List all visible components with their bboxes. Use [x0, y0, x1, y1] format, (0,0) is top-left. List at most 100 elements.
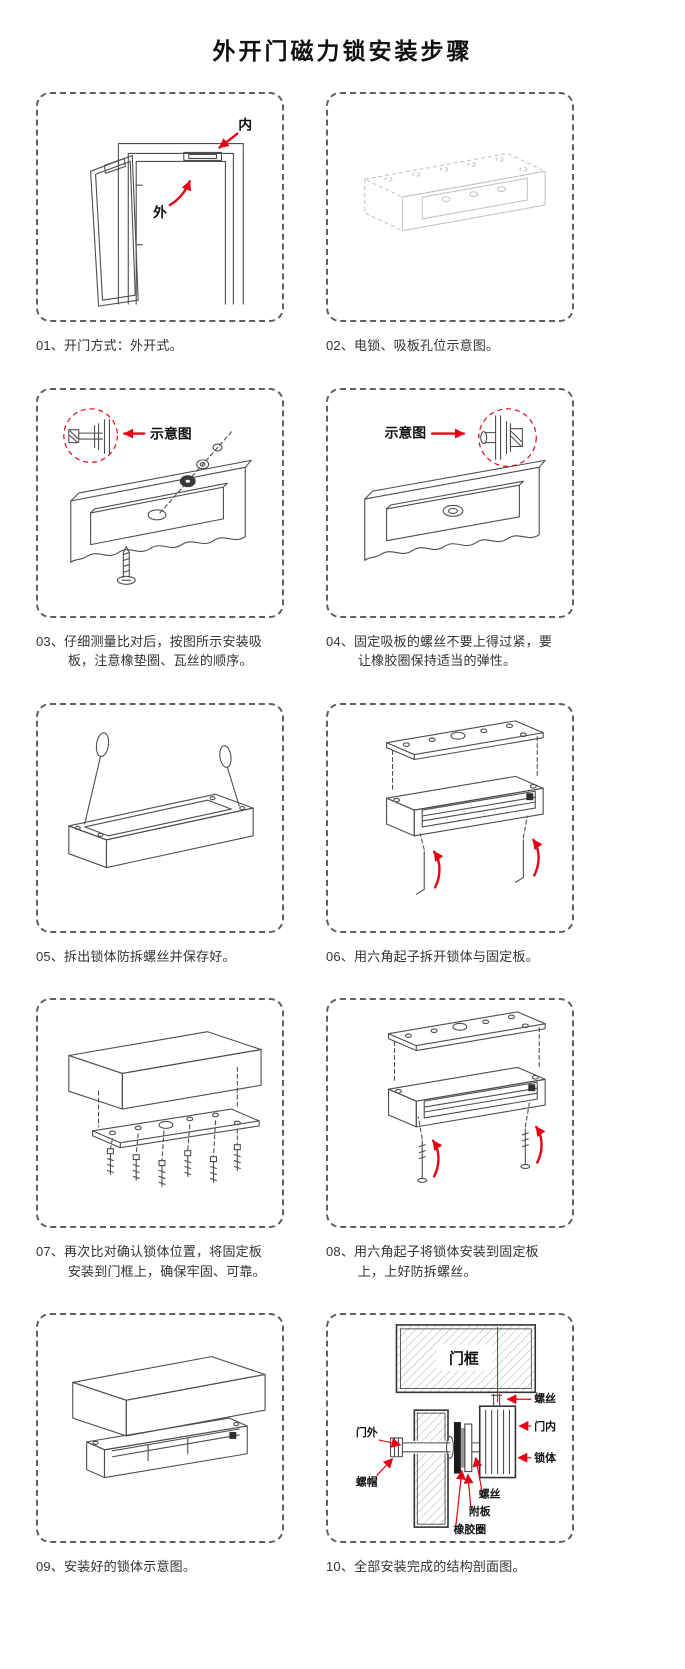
- step-07-cell: 07、再次比对确认锁体位置，将固定板安装到门框上，确保牢固、可靠。: [36, 998, 284, 1281]
- armature-plate-drawing: [386, 480, 524, 541]
- section-labels: 门外 螺帽 螺丝 门内 锁体 螺丝 附板 橡胶圈: [356, 1391, 556, 1536]
- door-board-drawing: [364, 459, 546, 561]
- turn-arrow-icon: [535, 1125, 546, 1164]
- step-08-caption: 08、用六角起子将锁体安装到固定板上，上好防拆螺丝。: [326, 1244, 539, 1279]
- rubber-ring-section: [460, 1428, 465, 1468]
- step-07-caption: 07、再次比对确认锁体位置，将固定板安装到门框上，确保牢固、可靠。: [36, 1244, 266, 1279]
- step-06-cell: 06、用六角起子拆开锁体与固定板。: [326, 702, 574, 967]
- label-screw-top: 螺丝: [534, 1391, 556, 1405]
- step-09-caption: 09、安装好的锁体示意图。: [36, 1559, 197, 1574]
- lock-body-drawing: [68, 793, 254, 868]
- label-rubber-ring: 橡胶圈: [453, 1522, 486, 1536]
- step-06-illustration: [386, 719, 544, 895]
- turn-arrow-icon: [432, 850, 444, 889]
- step-10-figure: 门框: [326, 1313, 574, 1543]
- step-09-figure: [36, 1313, 284, 1543]
- door-leaf-drawing: [90, 154, 143, 307]
- brand-mark: [528, 1084, 536, 1092]
- step-03-caption: 03、仔细测量比对后，按图所示安装吸板，注意橡垫圈、瓦丝的顺序。: [36, 633, 263, 669]
- door-board-drawing: [70, 459, 252, 563]
- detail-section-drawing: [68, 418, 110, 454]
- step-03-figure: 示意图: [36, 387, 284, 618]
- mount-bolt-left-drawing: [417, 1116, 443, 1183]
- steps-grid: 内 外 01、开门方式：外开式。: [0, 92, 685, 1609]
- step-01-illustration: 内 外: [90, 117, 252, 307]
- pointer-arrow-icon: [376, 1458, 394, 1476]
- countersunk-screw-drawing: [116, 545, 136, 585]
- brand-mark: [229, 1431, 237, 1439]
- alignment-guides: [391, 735, 538, 793]
- step-01-caption: 01、开门方式：外开式。: [36, 338, 183, 353]
- callout-label: 示意图: [150, 425, 192, 441]
- pointer-arrow-icon: [463, 1473, 474, 1508]
- lock-body-drawing: [386, 775, 544, 836]
- step-08-cell: 08、用六角起子将锁体安装到固定板上，上好防拆螺丝。: [326, 998, 574, 1281]
- step-07-illustration: [68, 1031, 262, 1187]
- hex-key-left-drawing: [415, 832, 444, 895]
- callout-label: 示意图: [385, 424, 427, 440]
- door-frame-beam-drawing: [68, 1031, 262, 1110]
- page-title: 外开门磁力锁安装步骤: [212, 38, 473, 64]
- label-outside: 外: [153, 204, 167, 220]
- fixing-plate-drawing: [386, 719, 544, 760]
- door-frame-section: 门框: [395, 1324, 537, 1394]
- step-01-figure: 内 外: [36, 92, 284, 322]
- armature-stack-drawing: [453, 1422, 481, 1474]
- step-01-cell: 内 外 01、开门方式：外开式。: [36, 92, 284, 356]
- mount-screw: [491, 1393, 503, 1407]
- alignment-guides: [393, 1027, 540, 1084]
- label-door-frame: 门框: [449, 1350, 479, 1368]
- step-10-illustration: 门框: [356, 1324, 556, 1536]
- armature-plate-section: [453, 1422, 461, 1474]
- screwdriver-left-drawing: [84, 731, 110, 824]
- label-nut: 螺帽: [356, 1474, 378, 1488]
- step-06-figure: [326, 702, 574, 933]
- step-04-cell: 示意图 04、固定吸板的螺丝不要上得过紧，要让橡胶圈保持适当的弹性。: [326, 387, 574, 671]
- step-09-cell: 09、安装好的锁体示意图。: [36, 1313, 284, 1577]
- detail-section-drawing: [480, 414, 523, 460]
- step-06-caption: 06、用六角起子拆开锁体与固定板。: [326, 948, 539, 964]
- washer-stack-drawing: [159, 428, 234, 513]
- step-04-figure: 示意图: [326, 387, 574, 618]
- pointer-arrow-icon: [378, 1438, 402, 1448]
- pointer-arrow-icon: [455, 1469, 466, 1526]
- anchor-screws-drawing: [106, 1120, 241, 1187]
- fixing-plate-drawing: [92, 1108, 260, 1149]
- step-05-cell: 05、拆出锁体防拆螺丝并保存好。: [36, 702, 284, 967]
- step-04-caption: 04、固定吸板的螺丝不要上得过紧，要让橡胶圈保持适当的弹性。: [326, 633, 553, 669]
- label-screw-bottom: 螺丝: [479, 1486, 501, 1500]
- alignment-guides: [97, 1066, 238, 1128]
- step-05-illustration: [68, 731, 254, 868]
- detail-callout: 示意图: [385, 407, 537, 467]
- hex-key-right-drawing: [514, 814, 543, 883]
- armature-screw: [471, 1442, 481, 1453]
- inside-arrow-icon: [218, 132, 239, 149]
- label-door-inside: 门内: [534, 1419, 556, 1433]
- step-02-illustration: [363, 152, 547, 232]
- door-frame-beam-drawing: [72, 1356, 266, 1437]
- detail-callout: 示意图: [63, 407, 192, 463]
- step-02-cell: 02、电锁、吸板孔位示意图。: [326, 92, 574, 356]
- step-10-caption: 10、全部安装完成的结构剖面图。: [326, 1559, 526, 1574]
- step-09-illustration: [72, 1356, 266, 1479]
- step-04-illustration: 示意图: [364, 407, 546, 561]
- step-08-illustration: [387, 1011, 546, 1183]
- turn-arrow-icon: [431, 1139, 443, 1178]
- attach-plate-section: [464, 1423, 473, 1473]
- armature-plate-drawing: [90, 482, 228, 545]
- lock-body-section: [478, 1393, 517, 1479]
- mount-bolt-right-drawing: [520, 1102, 546, 1170]
- step-10-cell: 门框: [326, 1313, 574, 1577]
- step-03-cell: 示意图 03、仔细测量比对后，按图所示安装吸板，注意橡垫圈、瓦丝的顺序。: [36, 387, 284, 671]
- step-05-figure: [36, 702, 284, 933]
- lock-body-drawing: [387, 1066, 546, 1128]
- step-08-figure: [326, 998, 574, 1228]
- step-02-figure: [326, 92, 574, 322]
- label-door-outside: 门外: [356, 1425, 378, 1439]
- brand-mark: [526, 792, 534, 800]
- lock-body-mounted-drawing: [86, 1417, 248, 1479]
- label-inside: 内: [238, 117, 252, 133]
- label-lock-body: 锁体: [534, 1451, 556, 1465]
- label-backdrop: [436, 1344, 492, 1371]
- label-attach-plate: 附板: [469, 1504, 491, 1518]
